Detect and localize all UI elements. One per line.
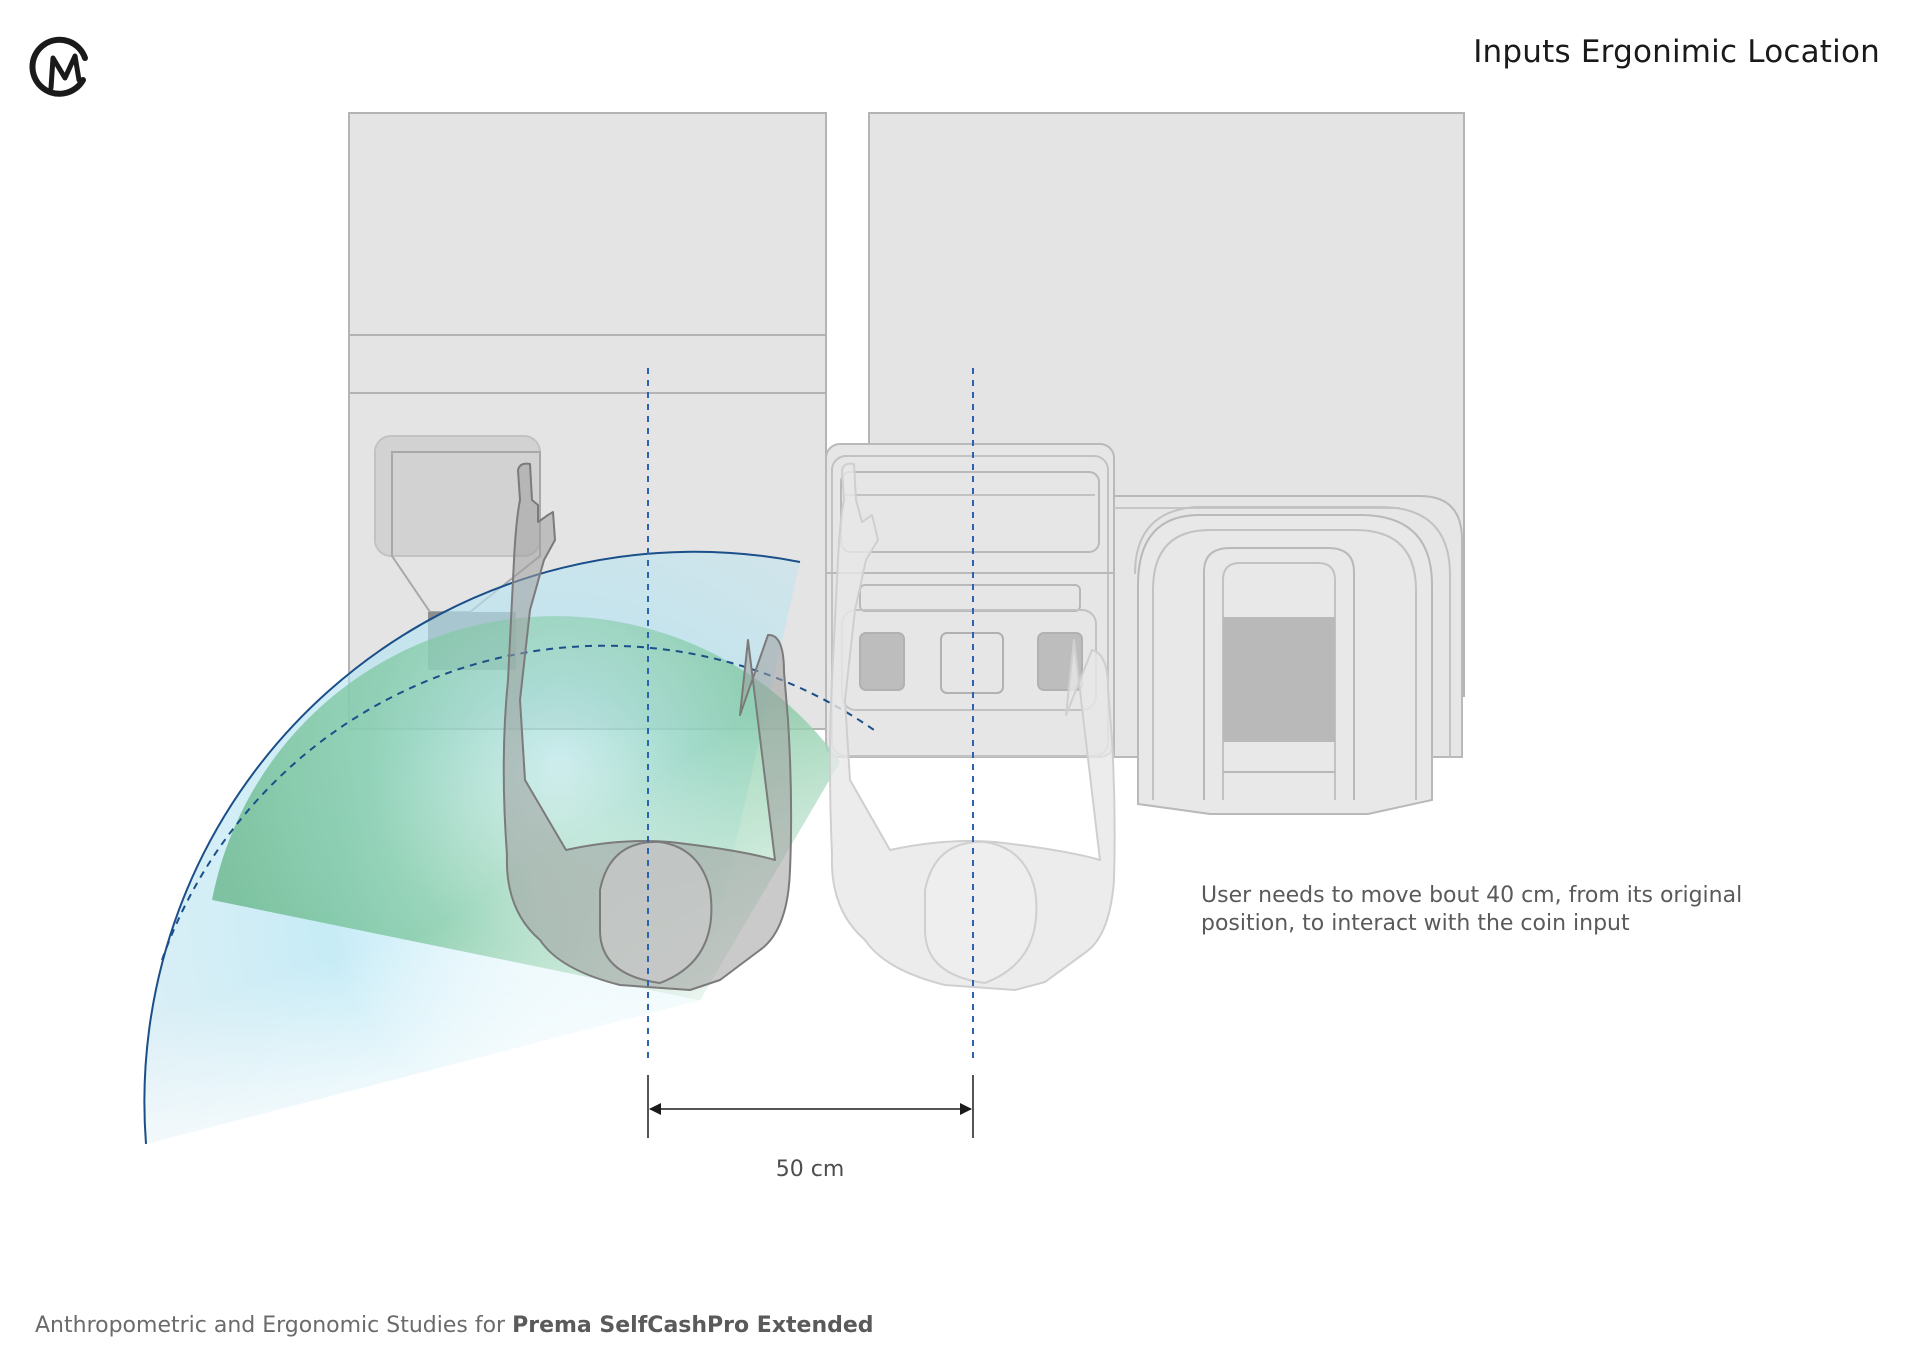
dimension-label: 50 cm [775,1157,845,1182]
left-input-pad [859,632,905,691]
console-module [825,443,1115,758]
max-reach-arc [143,550,801,1145]
note-line-1: User needs to move bout 40 cm, from its … [1201,883,1743,908]
note-line-2: position, to interact with the coin inpu… [1201,911,1630,936]
dispenser-module [1113,495,1463,815]
footer-product: Prema SelfCashPro Extended [512,1313,874,1338]
page-title: Inputs Ergonimic Location [1473,34,1880,70]
ergonomic-note: User needs to move bout 40 cm, from its … [1201,882,1761,938]
footer-prefix: Anthropometric and Ergonomic Studies for [35,1313,513,1338]
dimension-line [647,1075,974,1138]
footer-caption: Anthropometric and Ergonomic Studies for… [35,1313,874,1338]
mc-monogram-logo [29,36,88,97]
user-figure-shifted [829,462,1116,991]
banknote-tray [1223,617,1335,742]
receipt-printer [840,471,1100,553]
user-figure-original [502,462,793,991]
